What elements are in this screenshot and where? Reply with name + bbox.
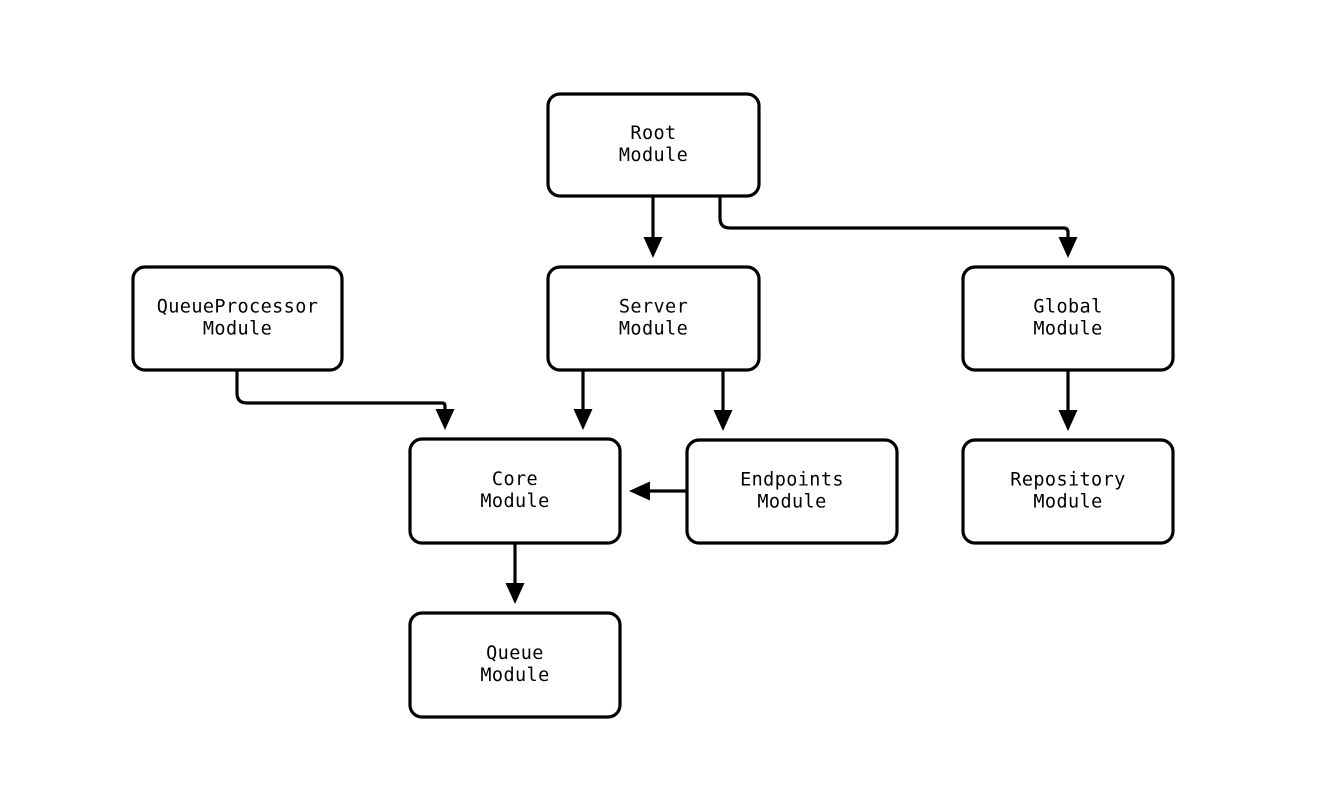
node-label-line1-repository: Repository <box>1010 470 1125 491</box>
edge-global-to-repository <box>1058 370 1078 431</box>
node-box-queue[interactable] <box>408 611 622 719</box>
arrow-head-icon <box>573 409 593 430</box>
edge-server-to-core <box>573 370 593 430</box>
node-label-line2-queueprocessor: Module <box>203 319 272 340</box>
arrow-head-icon <box>629 481 650 501</box>
node-label-line1-queueprocessor: QueueProcessor <box>157 297 319 318</box>
arrow-head-icon <box>713 410 733 431</box>
node-label-line2-queue: Module <box>480 665 549 686</box>
node-label-line2-server: Module <box>619 319 688 340</box>
nodes-layer: RootModuleQueueProcessorModuleServerModu… <box>131 92 1175 719</box>
edge-queueprocessor-to-core <box>235 370 455 430</box>
edges-layer <box>235 196 1078 604</box>
node-box-queueprocessor[interactable] <box>131 265 344 372</box>
node-box-endpoints[interactable] <box>685 438 899 545</box>
node-box-core[interactable] <box>408 437 622 545</box>
arrow-head-icon <box>505 583 525 604</box>
arrow-head-icon <box>1058 410 1078 431</box>
edge-server-to-endpoints <box>713 370 733 431</box>
edge-root-to-global <box>718 196 1078 258</box>
edge-endpoints-to-core <box>629 481 687 501</box>
node-box-repository[interactable] <box>961 438 1175 545</box>
node-label-line1-global: Global <box>1033 297 1102 318</box>
node-box-root[interactable] <box>546 92 761 198</box>
edge-core-to-queue <box>505 543 525 604</box>
node-label-line1-root: Root <box>630 123 676 144</box>
node-label-line2-core: Module <box>480 491 549 512</box>
node-label-line1-core: Core <box>492 469 538 490</box>
edge-line <box>235 370 447 409</box>
arrow-head-icon <box>643 237 663 258</box>
node-label-line2-root: Module <box>619 145 688 166</box>
arrow-head-icon <box>1058 237 1078 258</box>
arrow-head-icon <box>435 409 455 430</box>
node-label-line2-global: Module <box>1033 319 1102 340</box>
node-label-line1-server: Server <box>619 297 688 318</box>
edge-line <box>718 196 1070 237</box>
node-label-line2-repository: Module <box>1033 492 1102 513</box>
edge-root-to-server <box>643 196 663 258</box>
node-box-server[interactable] <box>546 265 761 372</box>
node-box-global[interactable] <box>961 265 1175 372</box>
node-label-line1-endpoints: Endpoints <box>740 470 844 491</box>
node-label-line2-endpoints: Module <box>757 492 826 513</box>
node-label-line1-queue: Queue <box>486 643 544 664</box>
